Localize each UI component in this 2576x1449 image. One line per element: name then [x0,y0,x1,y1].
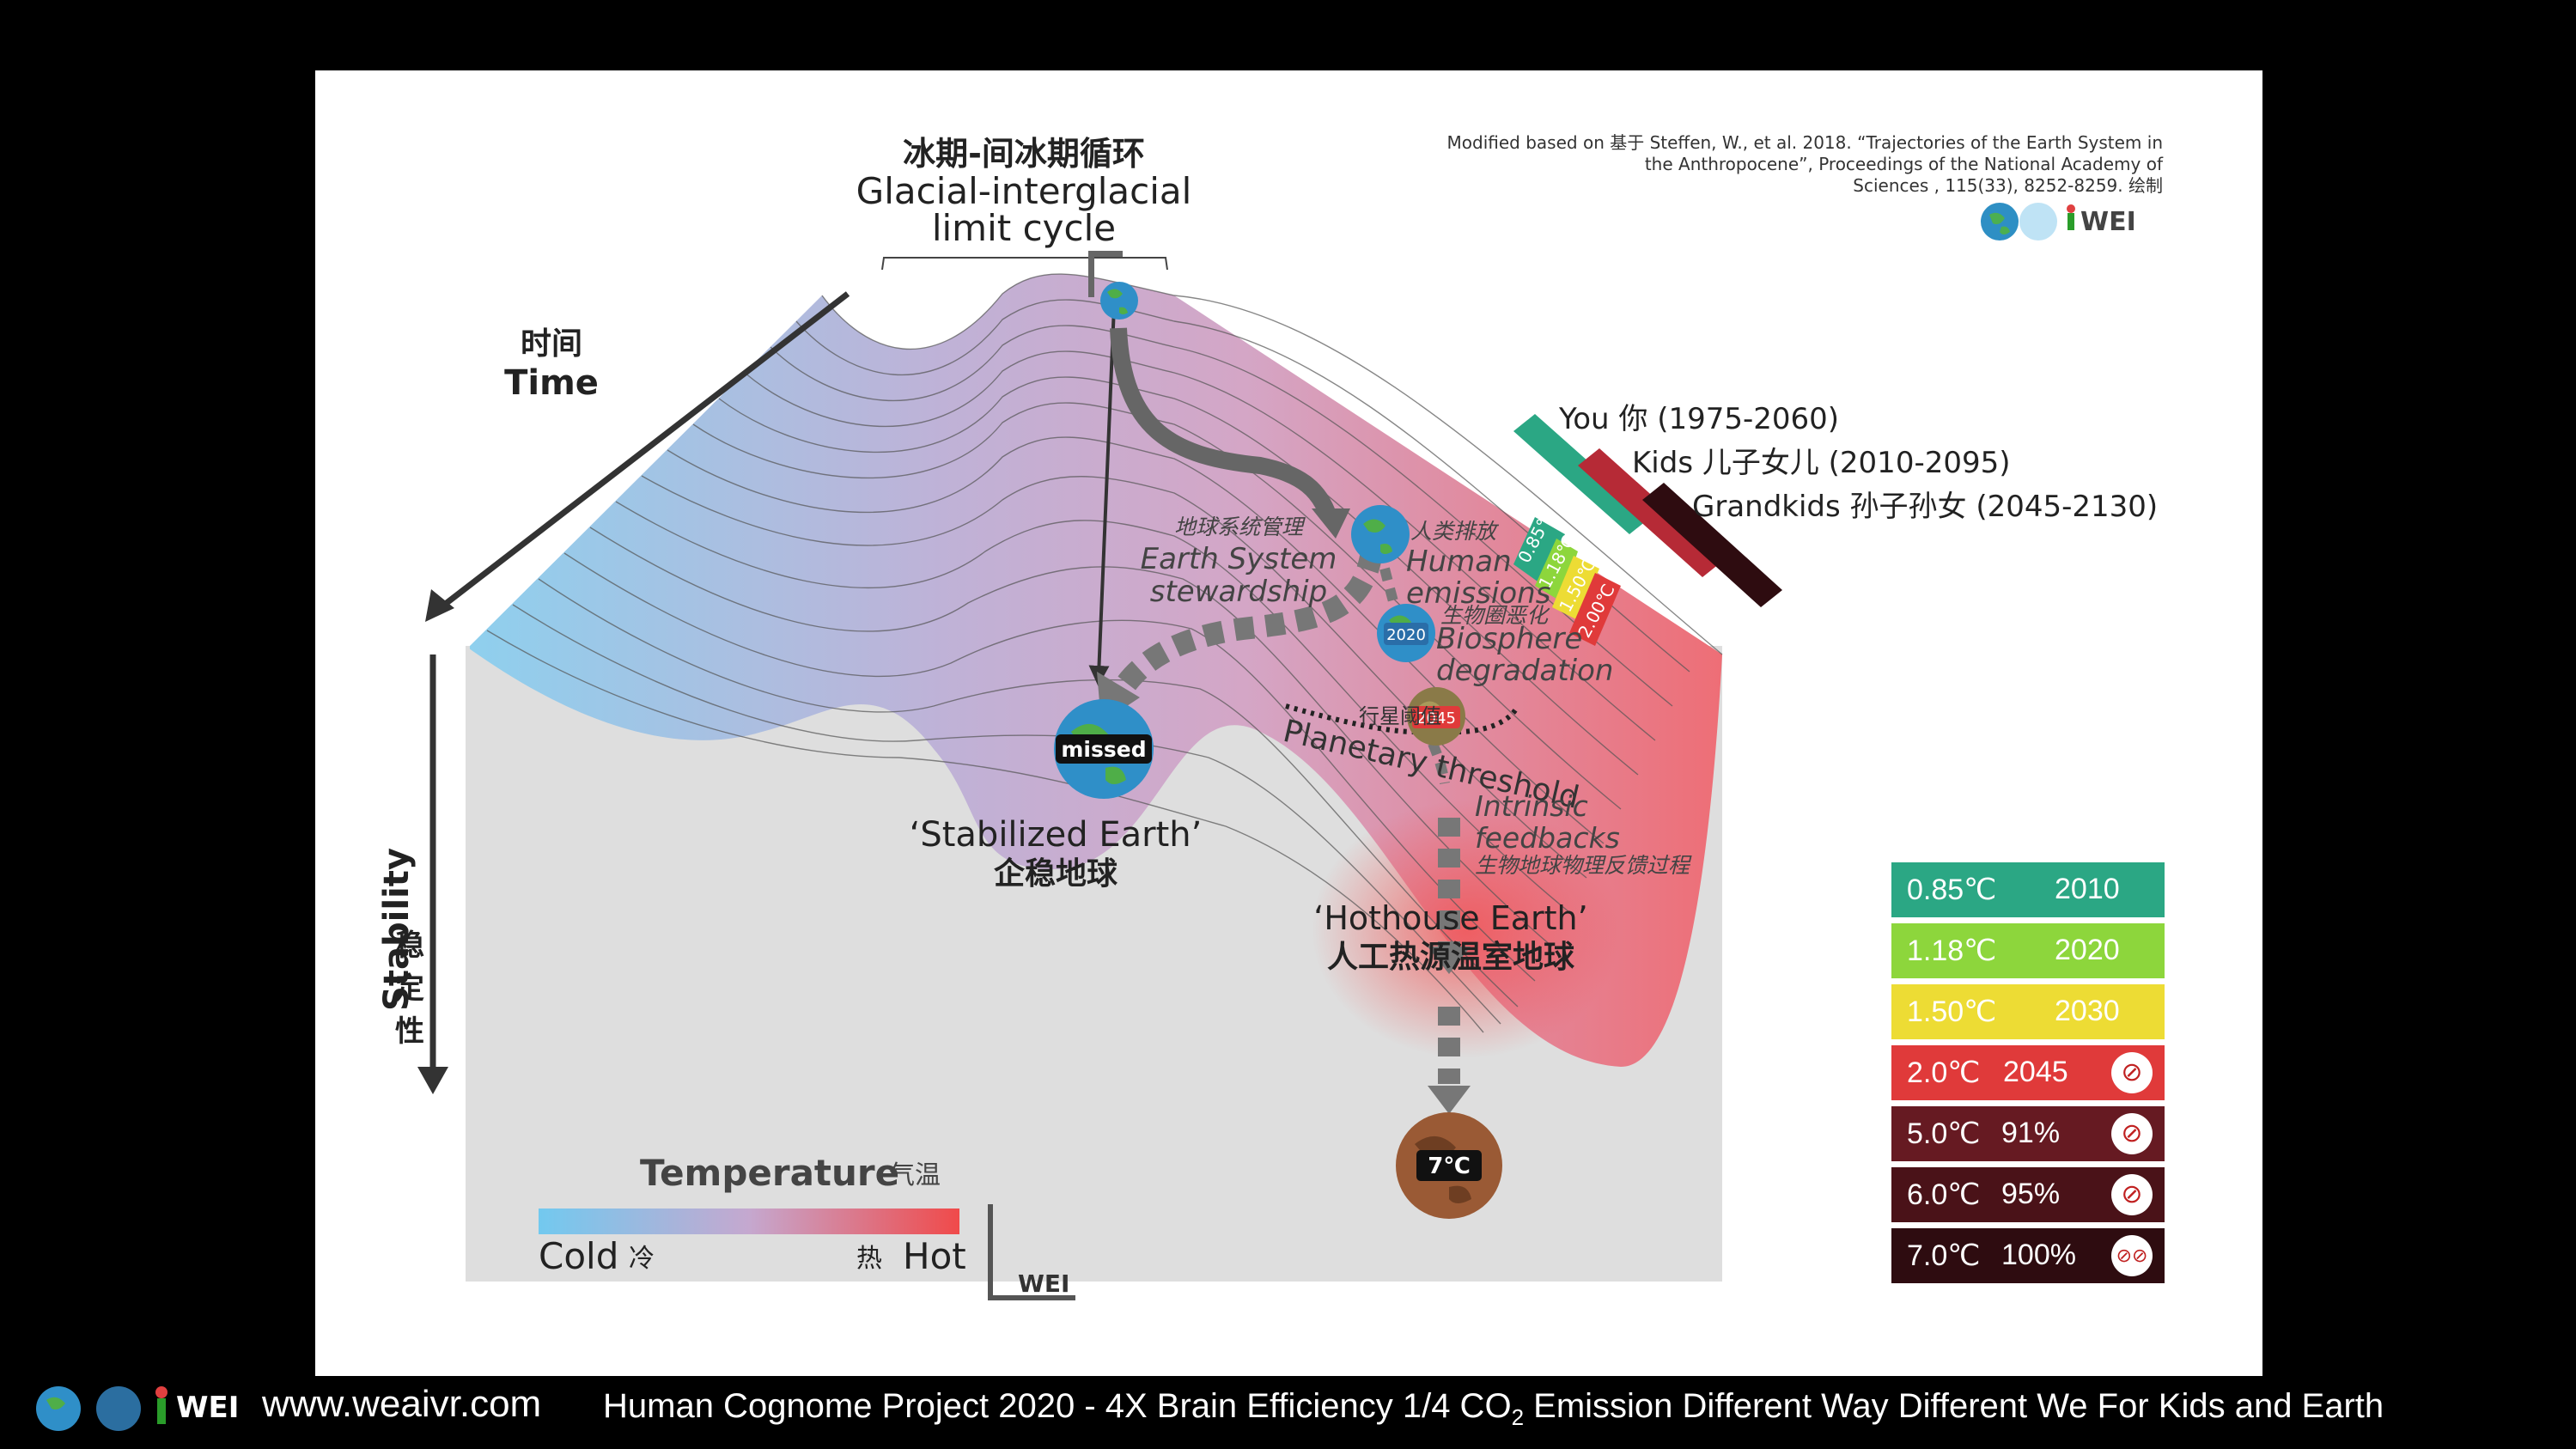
cycle-title-en1: Glacial-interglacial [856,170,1192,212]
earth-2045-icon: 2045 [1407,687,1465,746]
earth-emissions-icon [1351,505,1410,563]
citation-logos: WEI [1981,203,2136,240]
cycle-bracket [881,257,1168,271]
hot-label-zh: 热 [856,1244,882,1274]
no-family-icon: ⊘ [2111,1052,2153,1093]
cycle-title-en2: limit cycle [932,207,1116,249]
stabilized-label-en: ‘Stabilized Earth’ [910,815,1203,855]
footer-logos: WEI [36,1386,239,1431]
generation-you: You 你 (1975-2060) [1558,402,1839,436]
wei-logo: WEI [176,1391,239,1425]
cold-label-zh: 冷 [629,1244,655,1274]
legend-row: 0.85℃ 2010 [1891,862,2165,917]
footer-tagline: Human Cognome Project 2020 - 4X Brain Ef… [603,1387,2384,1430]
stabilized-label-zh: 企稳地球 [994,855,1118,892]
stability-label-en: Stability [377,848,417,1011]
earth-stabilized-icon: missed [1054,699,1154,799]
intrinsic-label-en2: feedbacks [1475,821,1620,855]
no-earth-icon: ⊘ [2111,1174,2153,1215]
legend-row: 5.0℃ 91% ⊘ [1891,1106,2165,1161]
stability-arrow-head-icon [417,1067,448,1094]
threshold-label-zh: 行星阈值 [1359,704,1441,728]
stability-label-zh-1: 稳 [395,928,424,963]
slide: Modified based on 基于 Steffen, W., et al.… [315,70,2262,1376]
temperature-title-en: Temperature [640,1152,899,1194]
year-2020-label: 2020 [1386,626,1426,644]
footer-url[interactable]: www.weaivr.com [262,1383,542,1425]
human-label-en1: Human [1406,545,1512,579]
wei-logo: WEI [2080,207,2136,237]
threshold-line [1285,703,1416,734]
emissions-arrow [1110,327,1337,521]
generation-grandkids: Grandkids 孙子孙女 (2045-2130) [1692,490,2158,524]
earth-2020-icon: 2020 [1377,604,1435,662]
legend-row: 7.0℃ 100% ⊘⊘ [1891,1228,2165,1283]
cycle-title-zh: 冰期-间冰期循环 [903,135,1145,173]
time-label-zh: 时间 [521,326,582,362]
time-label-en: Time [504,363,599,403]
sphere-logo-icon [2019,203,2057,240]
stability-label-zh-2: 定 [395,971,424,1006]
wei-corner-logo: WEI [988,1204,1075,1300]
citation: Modified based on 基于 Steffen, W., et al.… [1390,132,2163,197]
person-icon [2067,213,2074,230]
contour-lines [486,273,1723,1033]
temperature-title-zh: 气温 [889,1160,941,1190]
legend-row: 2.0℃ 2045 ⊘ [1891,1045,2165,1100]
legend-row: 1.50℃ 2030 [1891,984,2165,1039]
time-axis [433,291,850,614]
seven-degree-label: 7℃ [1428,1154,1471,1179]
biosphere-label-zh: 生物圈恶化 [1440,603,1550,628]
no-family-earth-icon: ⊘⊘ [2111,1235,2153,1276]
temperature-scale: Temperature 气温 Cold 冷 热 Hot [539,1152,966,1277]
direct-arrow [1088,306,1116,686]
human-label-zh: 人类排放 [1410,519,1500,544]
cold-label-en: Cold [539,1235,618,1277]
stewardship-label-en2: stewardship [1150,575,1327,609]
stewardship-arrow [1113,549,1383,696]
time-arrow-head-icon [425,589,454,622]
hot-label-en: Hot [903,1235,966,1277]
svg-text:WEI: WEI [1018,1269,1069,1298]
person-icon [157,1398,166,1424]
hothouse-label-en: ‘Hothouse Earth’ [1313,899,1587,937]
temperature-gradient-bar [539,1209,959,1234]
stability-label-zh-3: 性 [395,1014,424,1049]
biosphere-label-en2: degradation [1436,654,1613,688]
earth-top-icon [1100,282,1138,320]
human-label-en2: emissions [1406,576,1550,611]
hothouse-label-zh: 人工热源温室地球 [1327,940,1575,975]
warming-legend: 0.85℃ 2010 1.18℃ 2020 1.50℃ 2030 2.0℃ 20… [1891,862,2165,1289]
stability-landscape [466,273,1723,1101]
year-2045-label: 2045 [1416,709,1456,728]
legend-row: 1.18℃ 2020 [1891,923,2165,978]
citation-line-3: Sciences , 115(33), 8252-8259. 绘制 [1853,175,2163,196]
no-family-icon: ⊘ [2111,1113,2153,1154]
biosphere-label-en1: Biosphere [1436,622,1582,656]
sphere-logo-icon [96,1386,141,1431]
citation-line-2: the Anthropocene”, Proceedings of the Na… [1644,154,2163,174]
stewardship-label-en1: Earth System [1141,542,1337,576]
stewardship-label-zh: 地球系统管理 [1174,514,1306,539]
generation-kids: Kids 儿子女儿 (2010-2095) [1632,446,2011,480]
intrinsic-label-en1: Intrinsic [1475,789,1588,823]
missed-label: missed [1061,737,1146,762]
intrinsic-label-zh: 生物地球物理反馈过程 [1475,853,1692,878]
earth-7c-icon: 7℃ [1396,1112,1502,1219]
generation-stripes: 0.85℃ 1.18℃ 1.50℃ 2.00℃ [1513,414,1782,646]
citation-line-1: Modified based on 基于 Steffen, W., et al.… [1446,132,2163,153]
legend-row: 6.0℃ 95% ⊘ [1891,1167,2165,1222]
landscape-diagram: 2020 2045 missed 7℃ [377,135,2158,1300]
footer-bar: WEI www.weaivr.com Human Cognome Project… [0,1376,2576,1449]
